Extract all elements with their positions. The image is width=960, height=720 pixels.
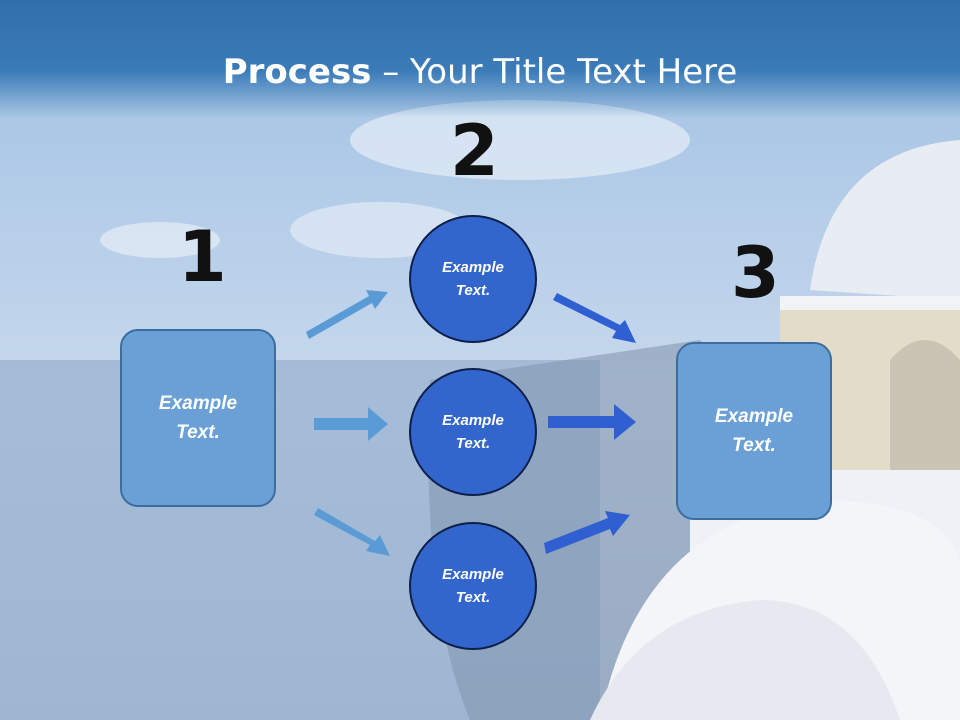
slide-title: Process – Your Title Text Here (0, 52, 960, 92)
title-bar (0, 0, 960, 118)
title-rest: – Your Title Text Here (371, 52, 738, 92)
arrow-bottom-to-3 (544, 511, 630, 554)
arrow-middle-to-3 (548, 404, 636, 440)
arrow-1-to-top (306, 290, 388, 339)
step-box-3: Example Text. (676, 342, 832, 520)
arrow-top-to-3 (553, 293, 636, 343)
step-number-1: 1 (178, 216, 227, 298)
step-number-3: 3 (731, 232, 780, 314)
arrow-1-to-bottom (314, 508, 390, 556)
circle-bottom-text: Example Text. (442, 566, 504, 606)
circle-top: Example Text. (409, 215, 537, 343)
step-box-3-text: Example Text. (714, 406, 794, 456)
circle-top-text: Example Text. (442, 259, 504, 299)
title-bold: Process (222, 52, 372, 92)
step-box-1: Example Text. (120, 329, 276, 507)
step-box-1-text: Example Text. (158, 393, 238, 443)
circle-middle-text: Example Text. (442, 412, 504, 452)
step-number-2: 2 (450, 110, 499, 192)
arrow-1-to-middle (314, 407, 388, 441)
circle-middle: Example Text. (409, 368, 537, 496)
circle-bottom: Example Text. (409, 522, 537, 650)
